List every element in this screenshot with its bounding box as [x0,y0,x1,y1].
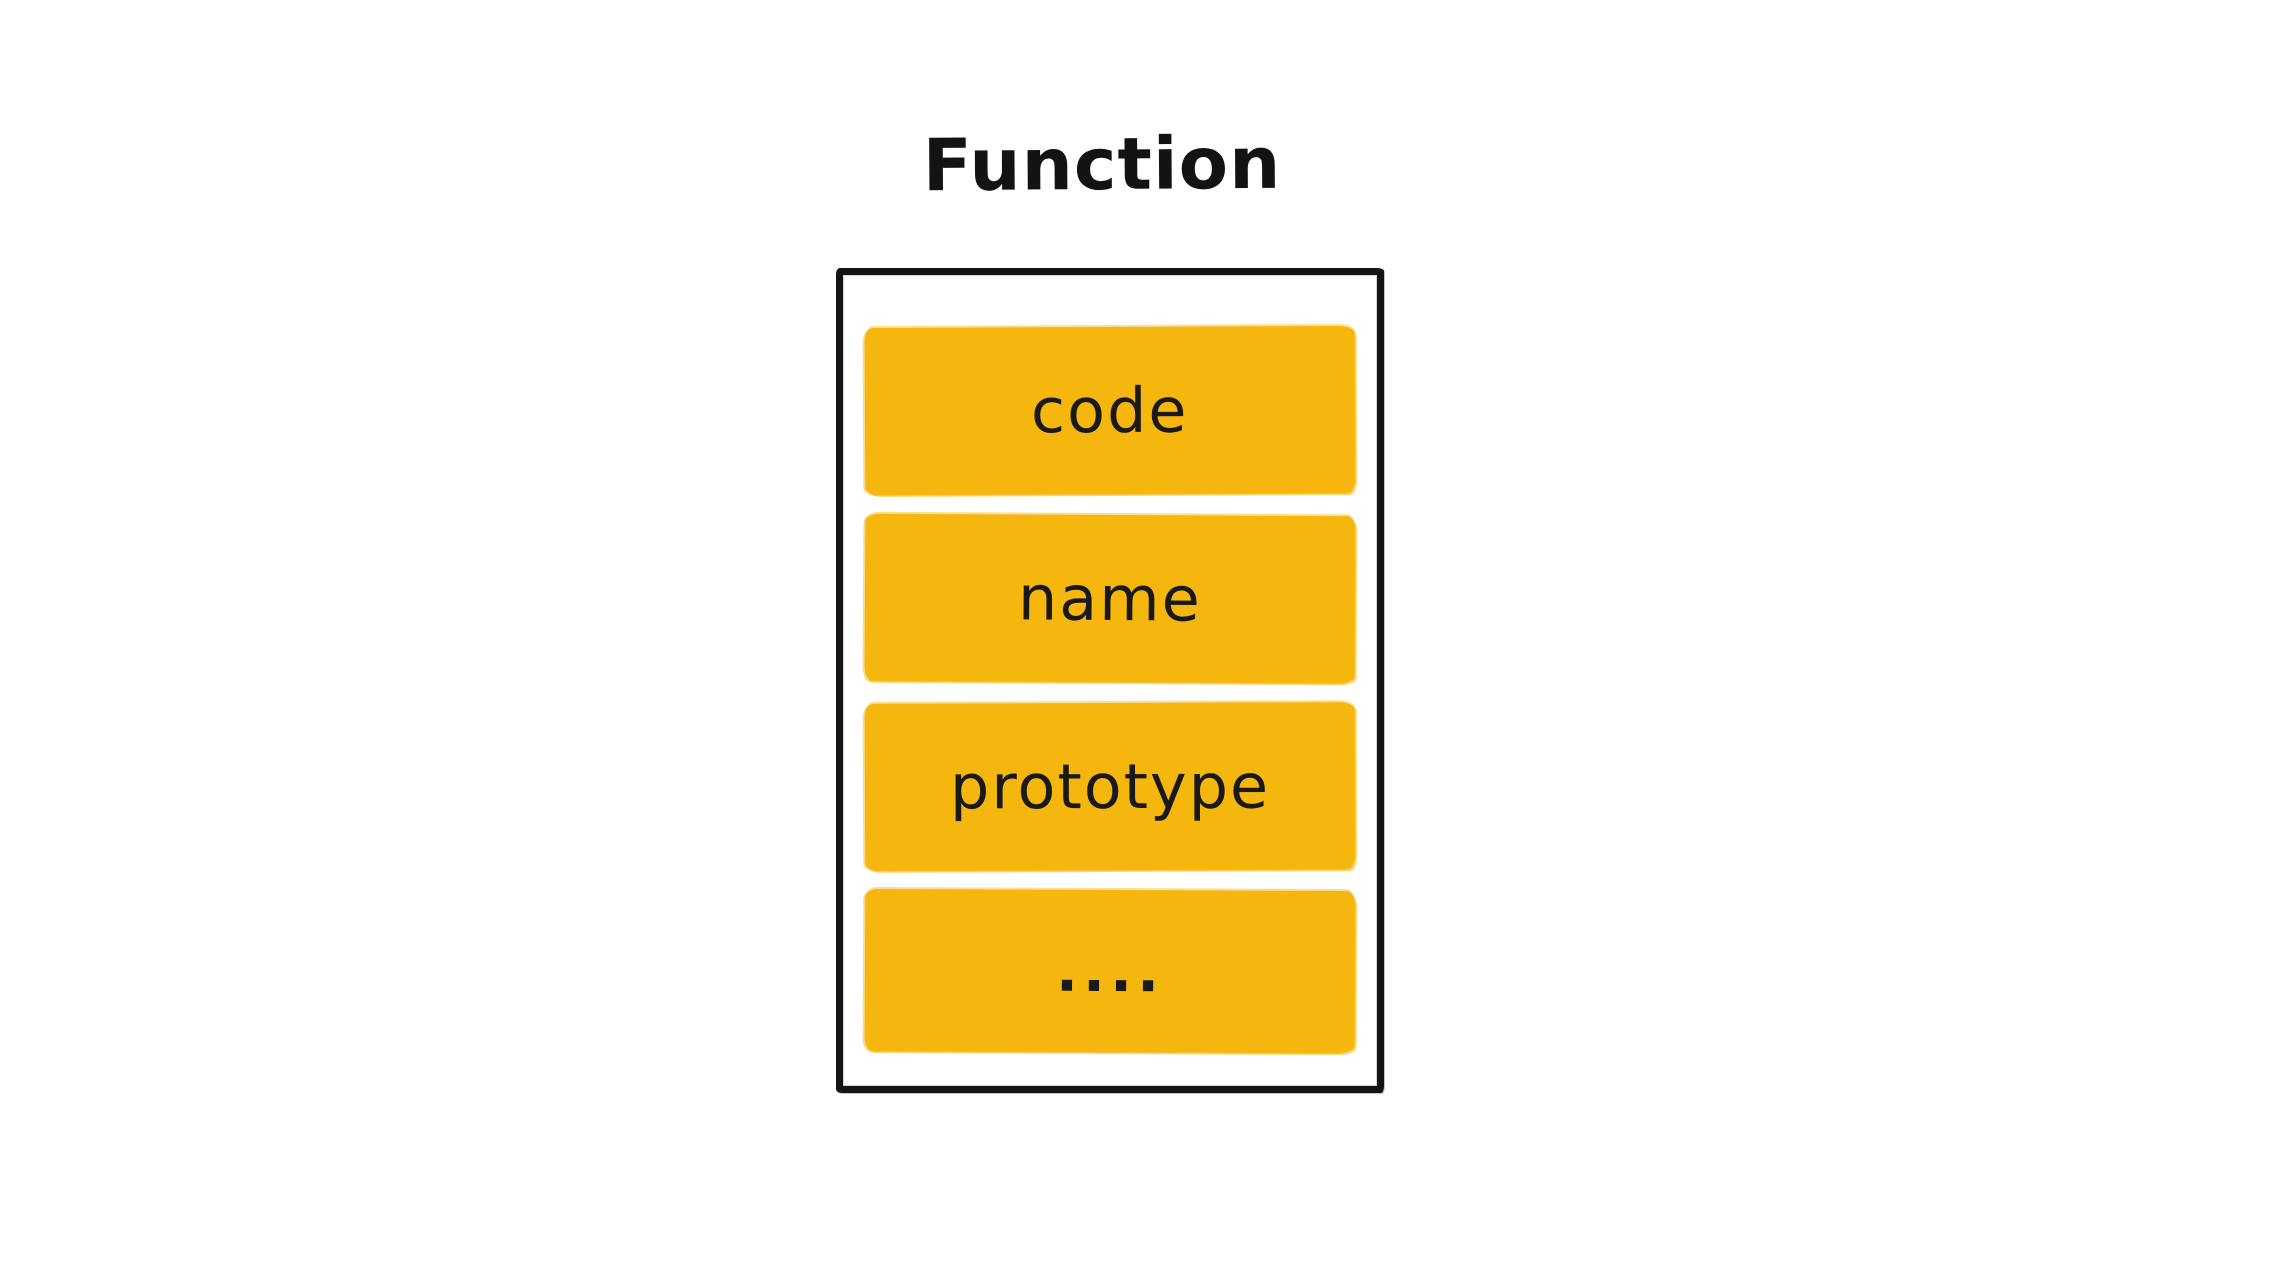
property-slot-prototype: prototype [864,701,1356,871]
function-object-box: code name prototype .... [836,268,1384,1093]
property-slot-label: .... [1055,936,1165,1006]
property-slot-ellipsis: .... [864,889,1356,1054]
property-slot-name: name [864,513,1356,683]
property-slot-code: code [864,325,1356,495]
property-slot-label: name [1017,560,1203,636]
property-slot-label: code [1031,373,1189,448]
property-slot-label: prototype [949,749,1271,823]
function-title: Function [922,120,1282,208]
